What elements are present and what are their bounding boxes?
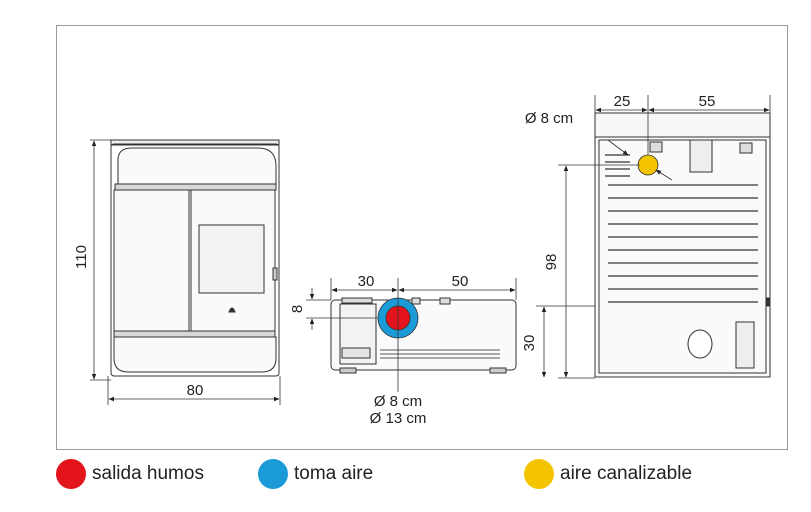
yellow-dot-icon <box>524 459 554 489</box>
legend-label-air-intake: toma aire <box>294 463 374 484</box>
rear-right-label: 55 <box>699 93 716 110</box>
side-span-label: 50 <box>452 273 469 290</box>
rear-diameter-label: Ø 8 cm <box>525 110 573 127</box>
outer-diameter-label: Ø 13 cm <box>370 410 427 427</box>
drawing-frame <box>56 25 788 450</box>
inner-diameter-label: Ø 8 cm <box>374 393 422 410</box>
legend-label-smoke-outlet: salida humos <box>92 463 204 484</box>
blue-dot-icon <box>258 459 288 489</box>
legend-label-ducted-air: aire canalizable <box>560 463 693 484</box>
front-dimensions <box>90 139 281 405</box>
ducted-air-circle <box>637 154 659 176</box>
rear-dimensions <box>536 95 771 379</box>
front-height-label: 110 <box>73 245 90 269</box>
rear-louvres <box>605 154 758 303</box>
legend-item-air-intake: toma aire <box>258 458 373 490</box>
rear-height-label: 98 <box>543 254 560 271</box>
side-vertical-label: 8 <box>289 305 306 313</box>
legend-item-ducted-air: aire canalizable <box>524 458 692 490</box>
front-width-label: 80 <box>187 382 204 399</box>
front-view <box>110 139 280 377</box>
rear-left-label: 25 <box>614 93 631 110</box>
rear-low-label: 30 <box>521 335 538 352</box>
side-view <box>330 297 517 374</box>
red-dot-icon <box>56 459 86 489</box>
legend-item-smoke-outlet: salida humos <box>56 458 204 490</box>
side-offset-label: 30 <box>358 273 375 290</box>
side-dimensions <box>306 278 517 392</box>
rear-view <box>594 112 771 378</box>
